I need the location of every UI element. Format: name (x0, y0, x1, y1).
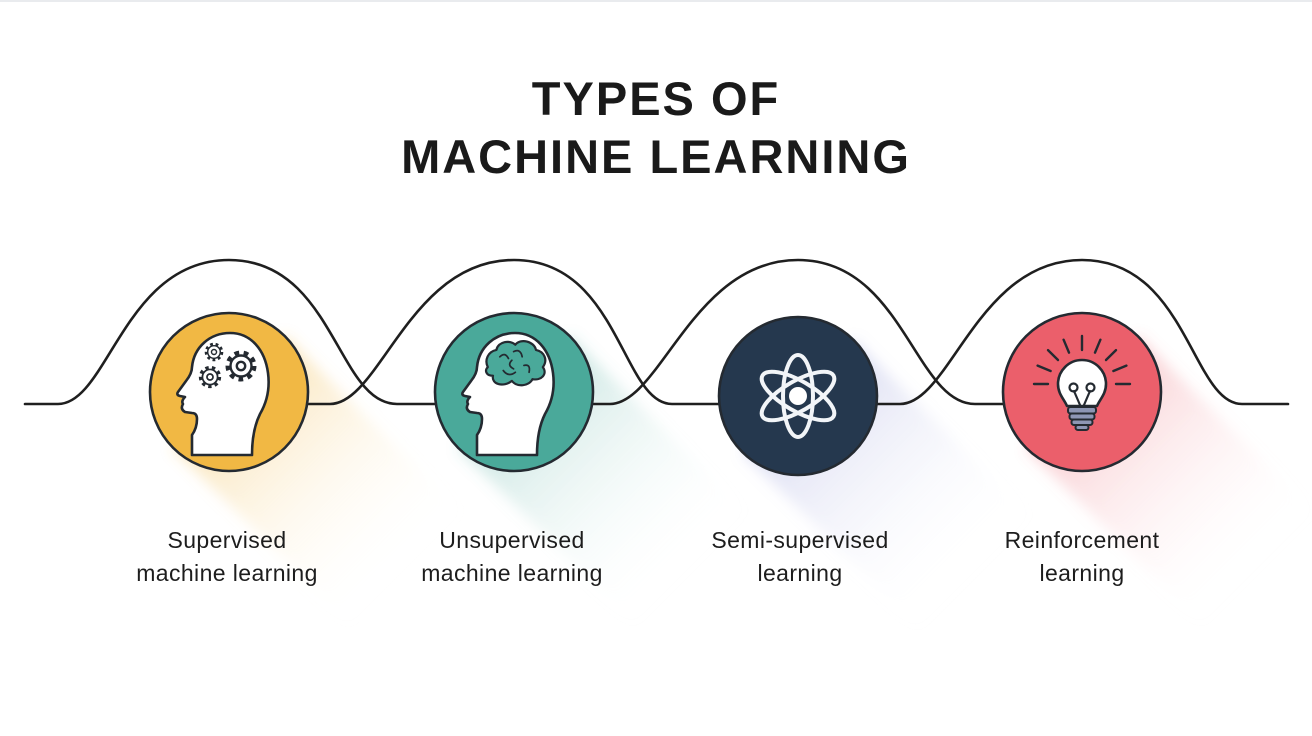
bulb-glass (1056, 358, 1108, 408)
label-unsupervised: Unsupervised machine learning (421, 527, 603, 586)
label-reinforcement: Reinforcement learning (1004, 527, 1160, 586)
page-title-line2: MACHINE LEARNING (401, 130, 911, 183)
brain-shape (484, 339, 547, 387)
page-title: TYPES OF MACHINE LEARNING (0, 70, 1312, 186)
atom-icon (759, 353, 837, 439)
lightbulb-icon (1032, 334, 1132, 431)
label-supervised: Supervised machine learning (136, 527, 318, 586)
node-unsupervised (433, 311, 595, 473)
node-semi-supervised (717, 315, 879, 477)
node-supervised (148, 311, 310, 473)
node-reinforcement (1001, 311, 1163, 473)
page-title-line1: TYPES OF (531, 72, 781, 125)
head-with-brain-icon (461, 331, 555, 457)
bulb-filament (1068, 382, 1096, 407)
brain-squiggles (498, 349, 531, 376)
label-semi-supervised: Semi-supervised learning (711, 527, 889, 586)
top-edge-line (0, 0, 1312, 2)
lightbulb-rays (1032, 334, 1132, 386)
bulb-base (1067, 406, 1097, 431)
atom-nucleus (789, 387, 807, 405)
